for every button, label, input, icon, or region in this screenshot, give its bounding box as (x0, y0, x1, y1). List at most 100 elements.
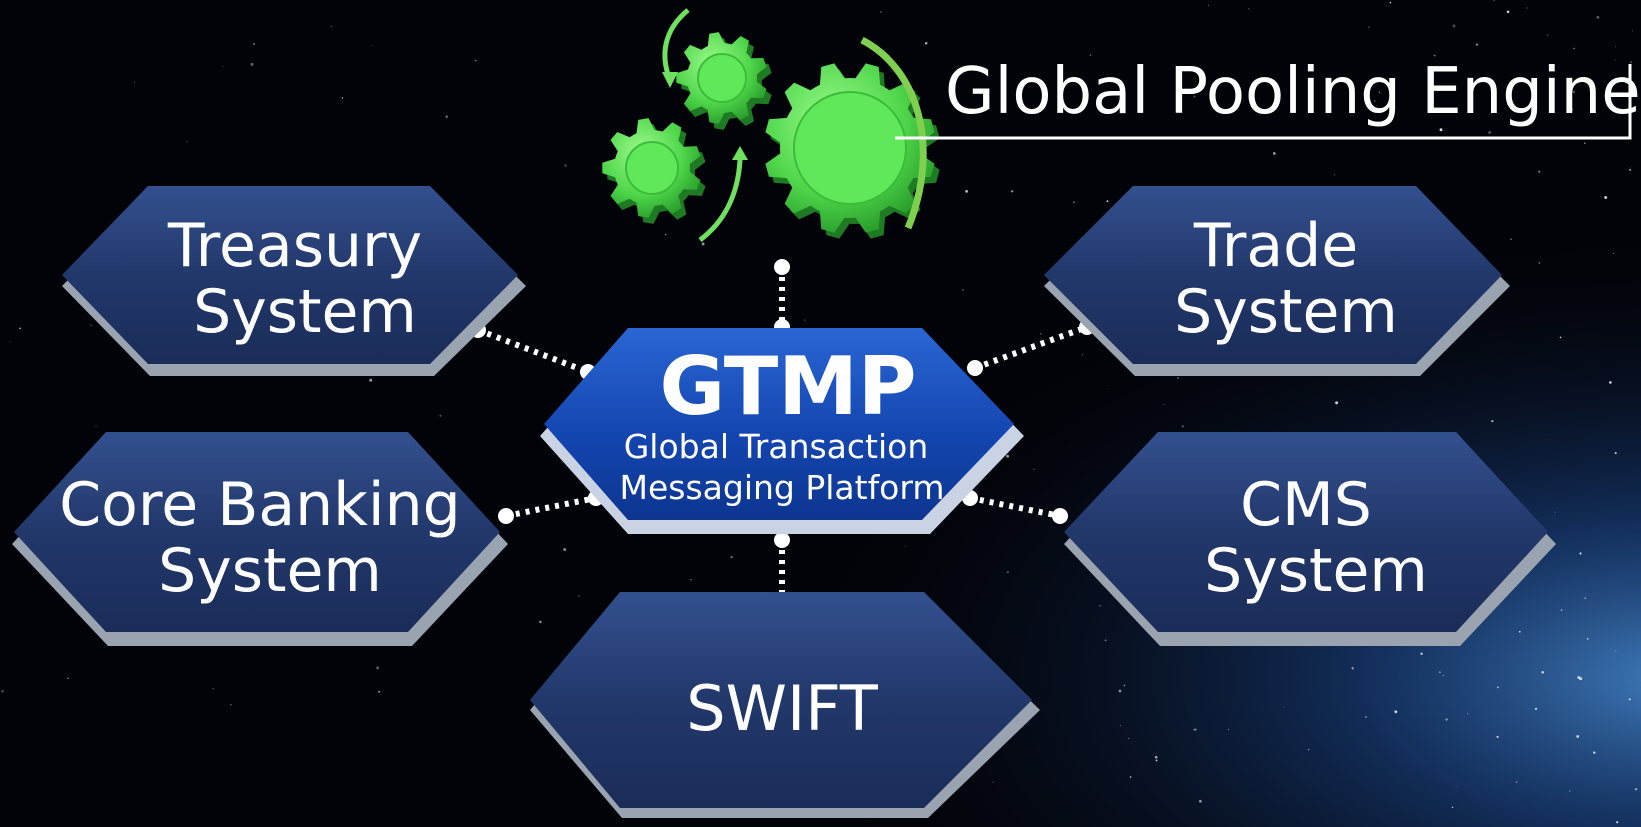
star (577, 594, 580, 597)
node-treasury-line1: Treasury (167, 211, 422, 281)
star (67, 677, 69, 680)
connectors (476, 267, 1089, 605)
star (1629, 167, 1630, 169)
star (1420, 652, 1423, 655)
connector-dot (774, 259, 790, 275)
star (1099, 604, 1102, 607)
engine-label-bracket (895, 64, 1632, 140)
star (1108, 384, 1110, 386)
star (1273, 152, 1276, 155)
star (378, 690, 380, 693)
star (904, 545, 906, 548)
star (222, 65, 224, 67)
rotation-arrow-icon (860, 36, 927, 230)
star (1351, 667, 1354, 670)
node-cms: CMS System (1064, 432, 1556, 646)
star (1467, 712, 1469, 715)
star (90, 324, 92, 326)
star (1628, 698, 1631, 701)
star (1497, 686, 1499, 689)
star (250, 62, 254, 66)
star (1123, 684, 1126, 687)
star (1630, 61, 1632, 64)
node-trade: Trade System (1044, 186, 1510, 376)
star (1452, 24, 1456, 28)
star (341, 97, 344, 99)
star (9, 341, 11, 343)
star (1155, 759, 1158, 762)
star (1010, 190, 1014, 193)
star (95, 426, 97, 428)
star (1194, 728, 1197, 731)
star (212, 688, 214, 690)
star (1378, 91, 1381, 93)
node-treasury: Treasury System (62, 186, 526, 376)
star (1456, 786, 1458, 788)
star (1586, 637, 1589, 640)
star (371, 45, 373, 46)
star (1335, 401, 1339, 405)
node-cms-line2: System (1204, 536, 1428, 606)
connector-dot (774, 532, 790, 548)
star (1634, 787, 1638, 791)
star (1451, 806, 1454, 809)
star (1572, 90, 1576, 94)
star (439, 414, 442, 417)
star (1584, 597, 1587, 600)
star (1, 689, 4, 693)
star (1163, 404, 1165, 405)
star (1604, 196, 1608, 199)
node-core-banking-line1: Core Banking (59, 470, 460, 540)
star (1439, 671, 1441, 673)
star (1033, 468, 1035, 471)
engine-label-group: Global Pooling Engine (895, 55, 1641, 140)
star (1081, 354, 1083, 356)
star (1089, 54, 1092, 57)
star (1283, 706, 1285, 708)
connector-dot (498, 508, 514, 524)
star (1006, 454, 1010, 458)
star (1208, 4, 1209, 6)
star (1073, 201, 1075, 203)
star (1526, 7, 1528, 9)
star (230, 703, 232, 706)
star (1535, 100, 1537, 103)
star (1515, 781, 1518, 784)
star (730, 556, 733, 559)
star (1538, 170, 1541, 173)
gears-icon (602, 8, 940, 242)
gear-small-icon (676, 32, 772, 130)
star (992, 781, 994, 783)
star (1368, 26, 1370, 28)
star (1104, 639, 1107, 642)
star (1560, 609, 1563, 611)
star (1106, 200, 1109, 203)
star (1118, 689, 1122, 693)
star (1128, 738, 1130, 739)
star (1614, 452, 1617, 455)
connector-dot (1052, 508, 1068, 524)
rotation-arrow-icon (698, 159, 743, 242)
star (1559, 336, 1562, 339)
rotation-arrowhead-icon (732, 146, 748, 160)
star (330, 26, 332, 28)
node-swift-line1: SWIFT (686, 672, 879, 745)
star (924, 42, 928, 45)
star (1541, 671, 1544, 674)
star (1364, 715, 1368, 719)
star (1576, 735, 1580, 738)
star (1579, 552, 1582, 555)
star (1389, 1, 1392, 4)
star (1613, 253, 1615, 255)
star (1518, 630, 1521, 633)
star (1154, 755, 1158, 759)
star (664, 233, 667, 236)
star (445, 115, 448, 118)
star (1193, 95, 1196, 98)
gear-large-icon (765, 63, 940, 239)
star (564, 164, 567, 167)
hub-line1: Global Transaction (624, 427, 929, 466)
star (1039, 332, 1042, 335)
star (1596, 16, 1600, 19)
star (1442, 674, 1445, 677)
